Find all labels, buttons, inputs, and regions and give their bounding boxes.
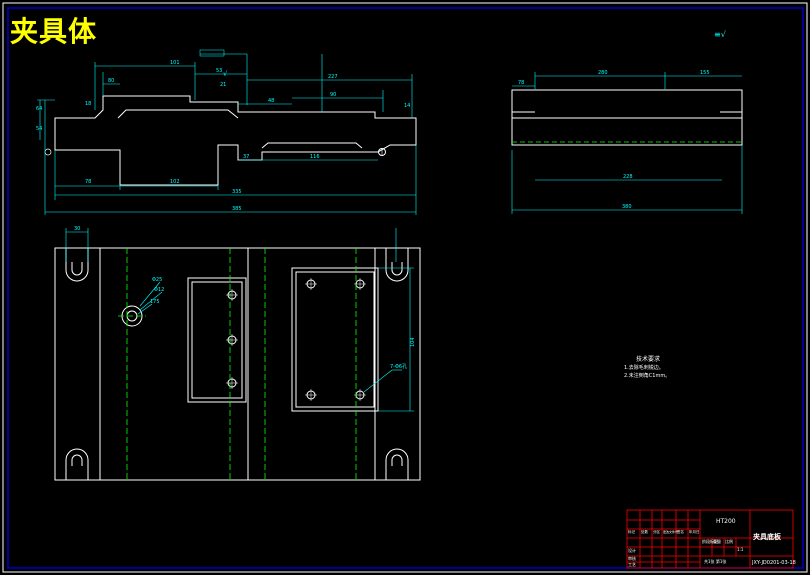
title-block-material: HT200	[716, 518, 736, 525]
title-block-field-stage: 阶段标记	[702, 539, 718, 544]
dim-14: 14	[404, 103, 410, 109]
dim-48: 48	[268, 98, 274, 104]
hole-crosses	[226, 278, 366, 401]
title-block-col-zone: 分区	[653, 530, 660, 534]
title-block-sheet: 共1张 第1张	[704, 559, 727, 564]
finish-symbol-1: √	[223, 70, 228, 78]
dim-102: 102	[170, 179, 180, 185]
dim-t175: 175	[150, 299, 160, 305]
title-block	[626, 509, 794, 569]
top-view-dims	[65, 228, 414, 412]
dim-phi25: Φ25	[152, 277, 162, 283]
title-block-name: 夹具底板	[753, 533, 781, 541]
dim-53: 53	[216, 68, 222, 74]
title-block-col-date: 年月日	[689, 530, 700, 534]
dim-phi12: Φ12	[154, 287, 164, 293]
top-view	[54, 247, 421, 481]
dim-s280: 280	[598, 70, 608, 76]
drawing-title: 夹具体	[10, 15, 98, 48]
dim-21: 21	[220, 82, 226, 88]
notes-line-2: 2.未注倒角C1mm。	[624, 373, 671, 379]
title-block-field-weight: 重量	[713, 539, 721, 544]
surface-finish-note: ≡√	[714, 30, 726, 39]
dim-hole-callout: 7-Φ6孔	[390, 363, 407, 370]
dim-s380: 380	[622, 204, 632, 210]
title-block-code: JXY-JD0201-03-18	[752, 560, 796, 566]
title-block-row-review: 审核	[628, 556, 636, 561]
front-view	[44, 95, 417, 186]
technical-notes: 技术要求 1.去除毛刺锐边。 2.未注倒角C1mm。	[624, 356, 670, 380]
dim-t104: 104	[410, 337, 416, 347]
dim-227: 227	[328, 74, 338, 80]
notes-heading: 技术要求	[636, 356, 661, 363]
title-block-row-process: 工艺	[628, 562, 636, 567]
title-block-field-scale: 比例	[725, 539, 733, 544]
dim-90: 90	[330, 92, 336, 98]
dim-335: 335	[232, 189, 242, 195]
tolerance-frame	[199, 49, 225, 57]
dim-t30: 30	[74, 226, 80, 232]
dim-s228: 228	[623, 174, 633, 180]
title-block-col-doc: 更改文件号	[663, 530, 679, 534]
dim-37: 37	[243, 154, 249, 160]
dim-64: 64	[36, 106, 42, 112]
side-view	[511, 89, 743, 146]
dim-101: 101	[170, 60, 180, 66]
title-block-col-mark: 标记	[628, 530, 635, 534]
notes-line-1: 1.去除毛刺锐边。	[624, 365, 664, 371]
dim-18: 18	[85, 101, 91, 107]
dim-54: 54	[36, 126, 42, 132]
title-block-scale: 1:1	[737, 547, 744, 552]
title-block-row-design: 设计	[628, 548, 636, 553]
title-block-col-count: 处数	[641, 530, 648, 534]
top-centerlines	[118, 248, 357, 480]
dim-385: 385	[232, 206, 242, 212]
title-block-col-sign: 签名	[677, 530, 684, 534]
inner-frame	[7, 7, 804, 569]
dim-s78: 78	[518, 80, 524, 86]
dim-78: 78	[85, 179, 91, 185]
front-view-dims	[37, 53, 417, 215]
dim-116: 116	[310, 154, 320, 160]
dim-80: 80	[108, 78, 114, 84]
dim-s155: 155	[700, 70, 710, 76]
side-view-dims	[511, 72, 743, 214]
